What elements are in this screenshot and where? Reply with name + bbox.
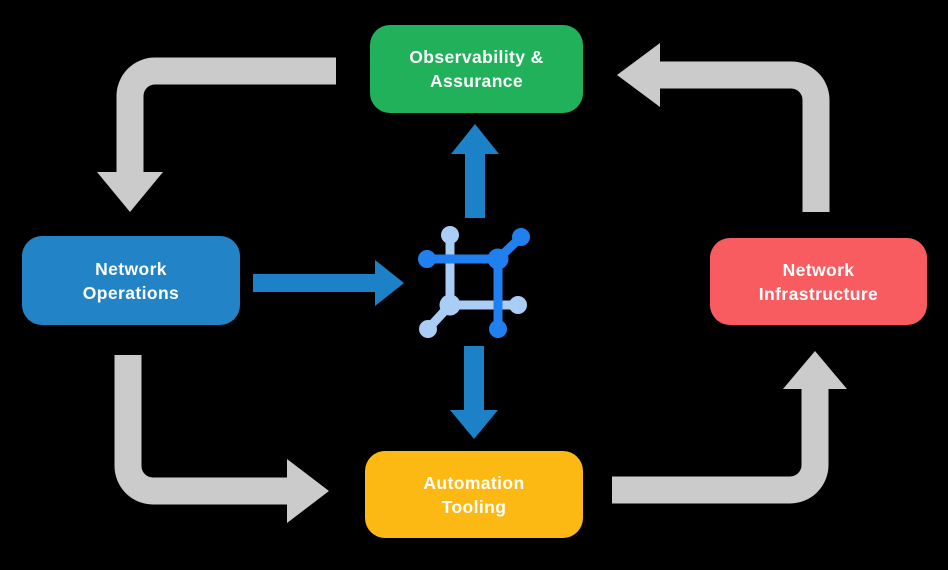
- node-label-line: Automation: [423, 472, 525, 493]
- accent-arrow-down-icon: [450, 346, 498, 439]
- accent-arrow-up-icon: [451, 124, 499, 218]
- node-label-line: Network: [782, 259, 855, 280]
- node-label-line: Tooling: [441, 496, 507, 517]
- node-label-line: Infrastructure: [758, 283, 879, 304]
- node-automation-tooling: Automation Tooling: [365, 451, 583, 538]
- accent-arrow-right-icon: [253, 260, 404, 306]
- node-network-infrastructure: Network Infrastructure: [710, 238, 927, 325]
- flow-arrow-operations-to-automation-icon: [114, 355, 329, 523]
- network-mesh-icon: [418, 226, 530, 338]
- flow-arrow-automation-to-infrastructure-icon: [612, 351, 847, 504]
- flow-arrow-observability-to-operations-icon: [97, 57, 336, 212]
- node-label-line: Observability &: [409, 47, 544, 67]
- network-mesh-light-nodes: [419, 226, 527, 338]
- node-label-line: Assurance: [429, 71, 524, 91]
- network-mesh-dark-nodes: [418, 228, 530, 338]
- flow-arrow-infrastructure-to-observability-icon: [617, 43, 830, 212]
- node-observability-assurance: Observability & Assurance: [370, 25, 583, 113]
- node-label-line: Operations: [82, 282, 180, 303]
- node-label-line: Network: [95, 258, 167, 279]
- node-network-operations: Network Operations: [22, 236, 240, 325]
